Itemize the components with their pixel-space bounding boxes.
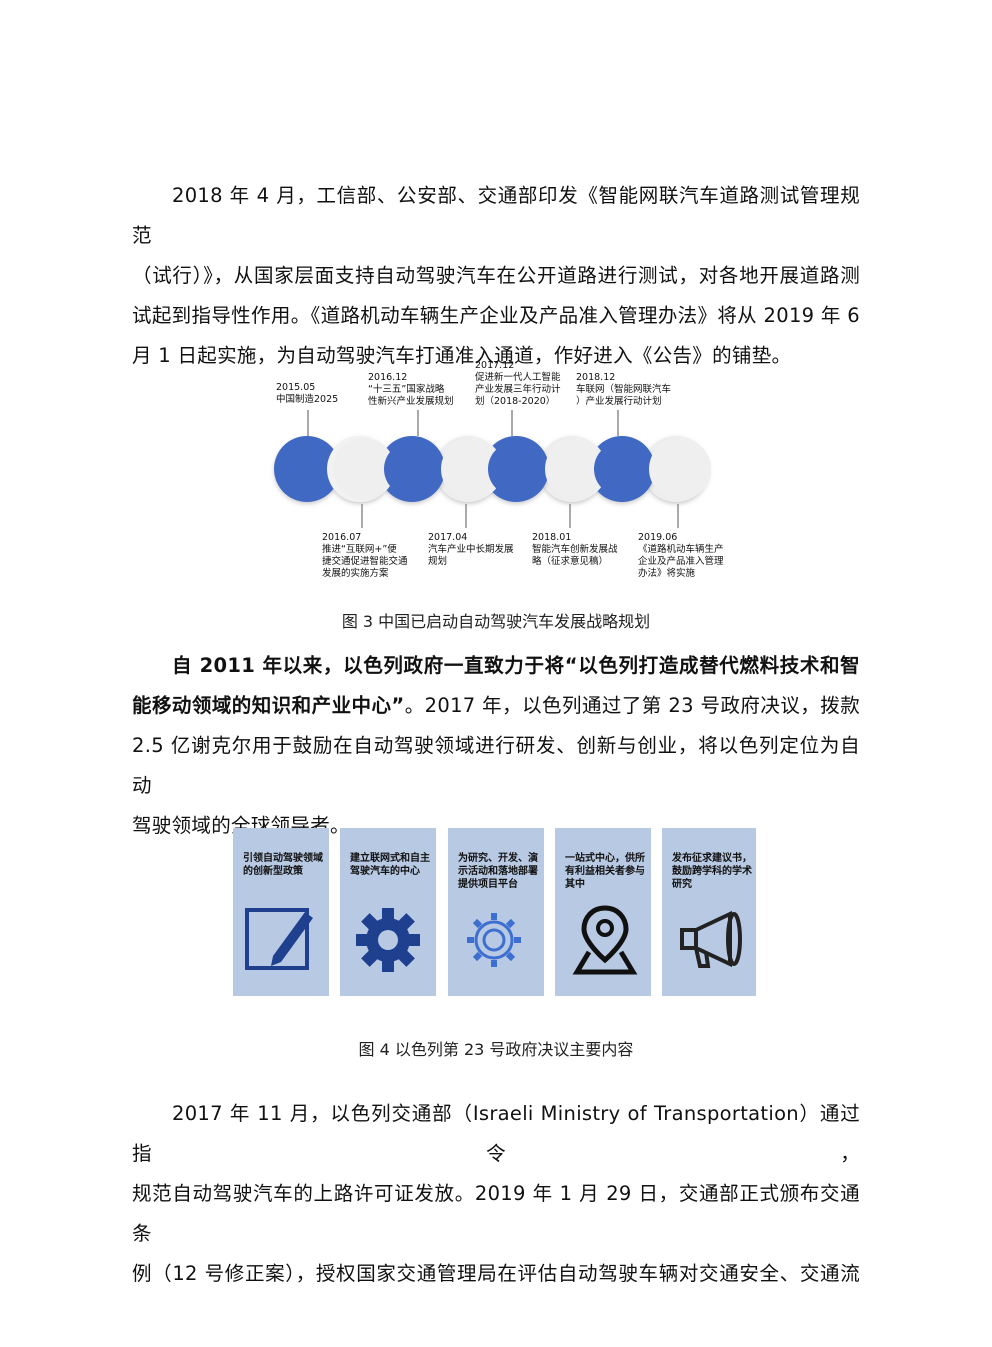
timeline-text: 产业发展三年行动计: [475, 384, 561, 395]
timeline-text: 划（2018-2020）: [475, 396, 556, 407]
timeline-text: 办法》将实施: [638, 568, 696, 579]
timeline-text: 推进“互联网+”便: [322, 544, 397, 555]
timeline-circle-blue-1: [274, 436, 340, 502]
timeline-circle-gray-4-front: [649, 438, 711, 500]
timeline-circle-gray-2-front: [441, 438, 503, 500]
timeline-text: 《道路机动车辆生产: [638, 544, 724, 555]
paragraph-2-line-3: 2.5 亿谢克尔用于鼓励在自动驾驶领域进行研发、创新与创业，将以色列定位为自动: [132, 734, 860, 797]
timeline-label-top-4: 2018.12 车联网（智能网联汽车 ）产业发展行动计划: [576, 372, 671, 408]
timeline-text: 发展的实施方案: [322, 568, 389, 579]
timeline-label-bottom-3: 2018.01 智能汽车创新发展战 略（征求意见稿）: [532, 532, 618, 568]
timeline-circle-blue-4-front: [594, 442, 648, 496]
timeline-label-top-2: 2016.12 “十三五”国家战略 性新兴产业发展规划: [368, 372, 454, 408]
paragraph-2-line-1: 自 2011 年以来，以色列政府一直致力于将“以色列打造成替代燃料技术和智: [172, 654, 860, 677]
paragraph-2-line-2-rest: 。2017 年，以色列通过了第 23 号政府决议，拨款: [404, 694, 860, 717]
paragraph-3-line-3: 例（12 号修正案），授权国家交通管理局在评估自动驾驶车辆对交通安全、交通流: [132, 1262, 860, 1285]
timeline-text: ）产业发展行动计划: [576, 396, 662, 407]
paragraph-1-line-4: 月 1 日起实施，为自动驾驶汽车打通准入通道，作好进入《公告》的铺垫。: [132, 344, 792, 367]
timeline-text: 中国制造2025: [276, 394, 339, 405]
timeline-text: “十三五”国家战略: [368, 384, 445, 395]
timeline-label-bottom-1: 2016.07 推进“互联网+”便 捷交通促进智能交通 发展的实施方案: [322, 532, 408, 580]
timeline-label-top-1: 2015.05 中国制造2025: [276, 382, 338, 406]
policy-card-5: 发布征求建议书，鼓励跨学科的学术研究: [662, 828, 756, 996]
timeline-date: 2018.01: [532, 532, 572, 543]
policy-card-4: 一站式中心，供所有利益相关者参与其中: [555, 828, 651, 996]
timeline-text: 略（征求意见稿）: [532, 556, 609, 567]
paragraph-3-line-1: 2017 年 11 月，以色列交通部（Israeli Ministry of T…: [132, 1102, 860, 1165]
timeline-date: 2017.04: [428, 532, 468, 543]
timeline-circle-blue-3-front: [488, 442, 542, 496]
policy-card-2: 建立联网式和自主驾驶汽车的中心: [340, 828, 436, 996]
timeline-text: 捷交通促进智能交通: [322, 556, 408, 567]
timeline-text: 企业及产品准入管理: [638, 556, 724, 567]
timeline-date: 2015.05: [276, 382, 316, 393]
timeline-date: 2017.12: [475, 360, 515, 371]
paragraph-1: 2018 年 4 月，工信部、公安部、交通部印发《智能网联汽车道路测试管理规范 …: [132, 176, 860, 376]
megaphone-icon: [680, 910, 742, 968]
timeline-circle-blue-2-front: [384, 442, 438, 496]
card-text: 建立联网式和自主驾驶汽车的中心: [350, 853, 430, 877]
timeline-date: 2016.12: [368, 372, 408, 383]
paragraph-1-line-1: 2018 年 4 月，工信部、公安部、交通部印发《智能网联汽车道路测试管理规范: [132, 184, 860, 247]
card-text: 引领自动驾驶领域的创新型政策: [243, 853, 323, 877]
timeline-label-bottom-2: 2017.04 汽车产业中长期发展 规划: [428, 532, 514, 568]
policy-card-3: 为研究、开发、演示活动和落地部署提供项目平台: [448, 828, 544, 996]
paragraph-3-line-2: 规范自动驾驶汽车的上路许可证发放。2019 年 1 月 29 日，交通部正式颁布…: [132, 1182, 860, 1245]
timeline-label-bottom-4: 2019.06 《道路机动车辆生产 企业及产品准入管理 办法》将实施: [638, 532, 724, 580]
timeline-circle-gray-1-front: [333, 438, 395, 500]
paragraph-1-line-2: （试行）》，从国家层面支持自动驾驶汽车在公开道路进行测试，对各地开展道路测: [132, 264, 860, 287]
timeline-date: 2016.07: [322, 532, 362, 543]
timeline-text: 规划: [428, 556, 448, 567]
timeline-text: 智能汽车创新发展战: [532, 544, 618, 555]
gear-outline-icon: [467, 913, 521, 967]
pencil-square-icon: [245, 908, 313, 970]
card-text: 为研究、开发、演示活动和落地部署提供项目平台: [458, 853, 538, 890]
timeline-label-top-3: 2017.12 促进新一代人工智能 产业发展三年行动计 划（2018-2020）: [475, 360, 561, 408]
paragraph-2-bold-phrase: 能移动领域的知识和产业中心”: [132, 694, 405, 717]
figure-4-caption: 图 4 以色列第 23 号政府决议主要内容: [358, 1040, 634, 1059]
map-pin-icon: [572, 905, 638, 975]
paragraph-2-line-2: 能移动领域的知识和产业中心”。2017 年，以色列通过了第 23 号政府决议，拨…: [132, 686, 860, 726]
timeline-text: 汽车产业中长期发展: [428, 544, 514, 555]
timeline-date: 2018.12: [576, 372, 616, 383]
timeline-text: 性新兴产业发展规划: [368, 396, 454, 407]
paragraph-1-line-3: 试起到指导性作用。《道路机动车辆生产企业及产品准入管理办法》将从 2019 年 …: [132, 304, 860, 327]
timeline-text: 促进新一代人工智能: [475, 372, 561, 383]
card-text: 发布征求建议书，鼓励跨学科的学术研究: [672, 853, 752, 890]
figure-3-caption: 图 3 中国已启动自动驾驶汽车发展战略规划: [341, 612, 651, 631]
gear-icon: [356, 908, 420, 972]
timeline-circle-gray-3-front: [545, 438, 607, 500]
timeline-text: 车联网（智能网联汽车: [576, 384, 672, 395]
timeline-graphic: [274, 410, 711, 528]
paragraph-2: 自 2011 年以来，以色列政府一直致力于将“以色列打造成替代燃料技术和智 能移…: [132, 646, 860, 846]
paragraph-3: 2017 年 11 月，以色列交通部（Israeli Ministry of T…: [132, 1094, 860, 1294]
timeline-date: 2019.06: [638, 532, 678, 543]
card-text: 一站式中心，供所有利益相关者参与其中: [565, 853, 645, 890]
policy-card-1: 引领自动驾驶领域的创新型政策: [233, 828, 329, 996]
